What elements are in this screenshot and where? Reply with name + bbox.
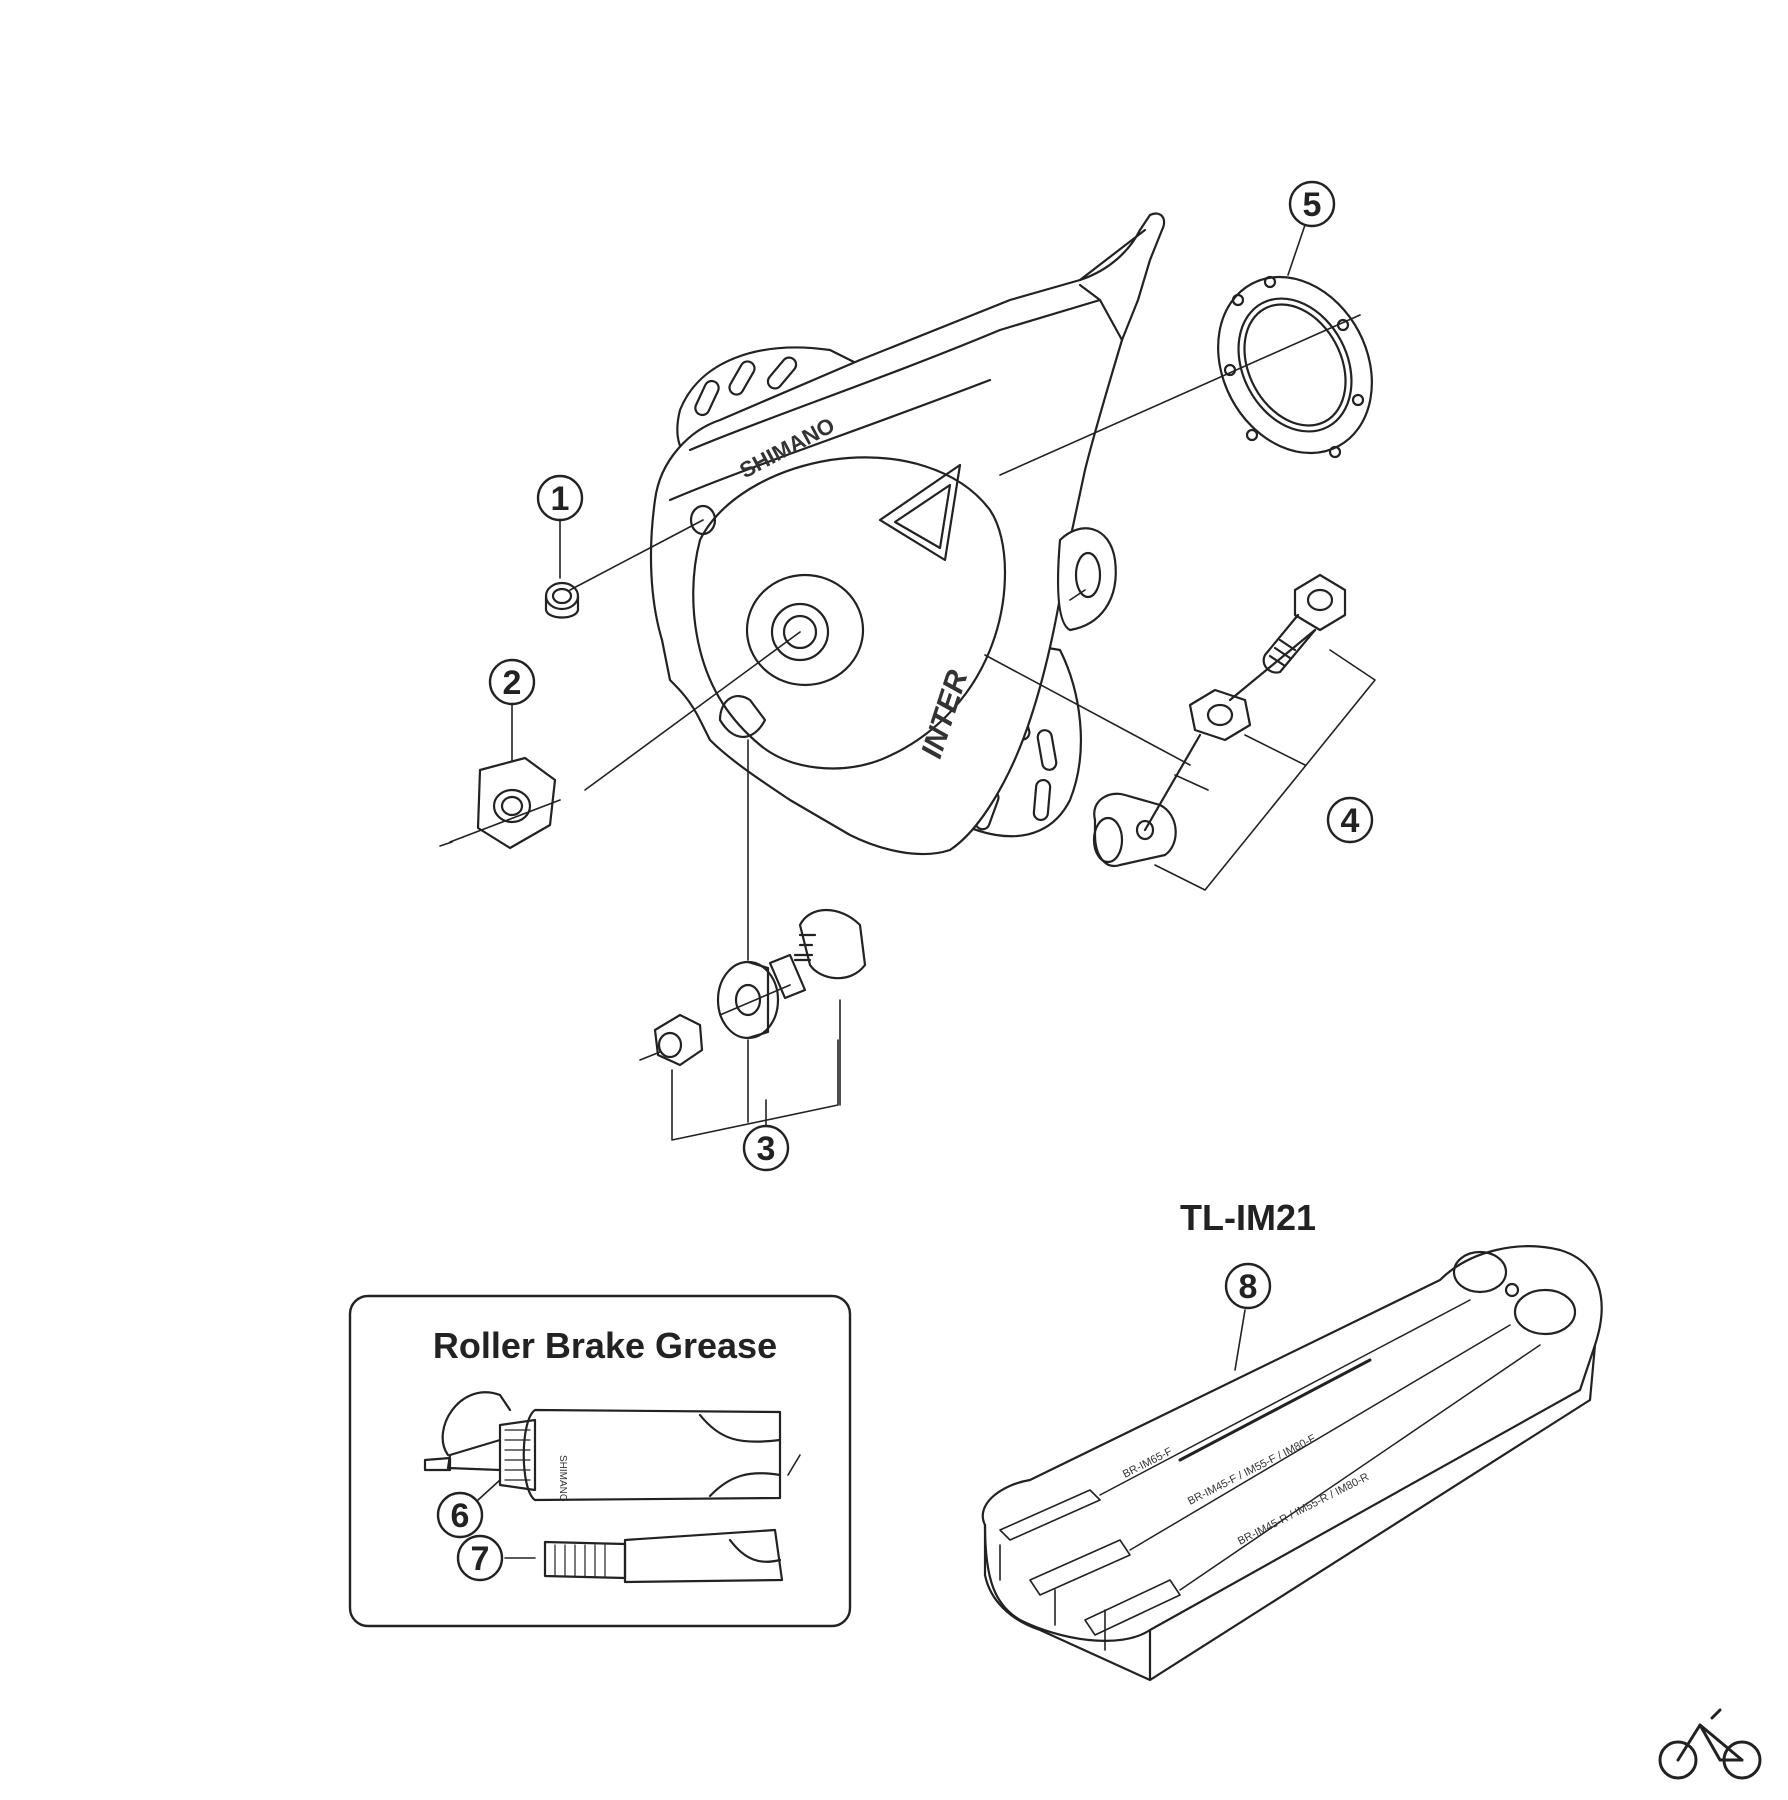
callout-leaders: [504, 224, 1306, 1559]
tool-pin-1: [1099, 1299, 1471, 1496]
tool-slot-1: [999, 1489, 1101, 1541]
part-seal-ring: [1217, 275, 1373, 459]
callout-1-circle: [536, 474, 584, 522]
callout-numbers: 1 2 3 4 5 6 7 8: [451, 186, 1360, 1578]
callout-6-circle: [436, 1491, 484, 1539]
tool-hole-2: [1513, 1288, 1577, 1336]
warning-label: [878, 463, 962, 562]
tool-ridge: [1178, 1358, 1372, 1462]
part-hex-nut: [476, 756, 557, 850]
housing-inner-face: [692, 456, 1007, 770]
fin-slot: [766, 356, 798, 390]
callout-5-label: 5: [1303, 186, 1322, 224]
callout-5-circle: [1288, 180, 1336, 228]
hub-center: [745, 573, 865, 687]
part-cable-adjuster-set: [1092, 573, 1376, 891]
callout-3-label: 3: [757, 1130, 776, 1168]
callout-8-circle: [1224, 1262, 1272, 1310]
tool-body-side: [983, 1343, 1597, 1682]
housing-outer-shell: [649, 212, 1166, 856]
tool-title: TL-IM21: [1180, 1197, 1316, 1238]
tool-pin-3: [1179, 1344, 1541, 1591]
tool-pin-2: [1129, 1324, 1511, 1551]
callout-6-leader: [477, 1479, 501, 1501]
fin-slot: [1036, 729, 1058, 771]
fin-slot: [694, 379, 720, 417]
callout-6-label: 6: [451, 1497, 470, 1535]
grease-box: [348, 1294, 852, 1628]
hardware-axis: [639, 984, 791, 1061]
callout-8-label: 8: [1239, 1268, 1258, 1306]
part-fixing-bolt-set: [653, 909, 867, 1141]
grease-tube-small: [543, 1528, 784, 1584]
fin-slot: [728, 360, 756, 396]
bracket-3: [671, 999, 841, 1141]
mounting-slot: [1074, 551, 1102, 599]
grease-port: [689, 504, 717, 536]
tool-hole-1: [1452, 1250, 1508, 1294]
fixing-bolt-tab: [718, 695, 767, 738]
arm-to-nut-line: [984, 589, 1191, 766]
grease-tube-large: [423, 1391, 782, 1502]
callout-2-label: 2: [503, 664, 522, 702]
small-axis-left: [439, 841, 453, 847]
tool-slot-2: [1029, 1539, 1131, 1596]
leader-lines: [439, 314, 1361, 1061]
housing-ridge: [688, 298, 1102, 452]
grease-port-line: [569, 519, 704, 591]
callout-7-circle: [456, 1534, 504, 1582]
roller-brake-housing: [649, 212, 1166, 856]
callout-1-label: 1: [551, 480, 570, 518]
callout-4-label: 4: [1341, 802, 1360, 840]
axle-line-right: [999, 314, 1361, 476]
grease-box-frame: [348, 1294, 852, 1628]
housing-ridge-2: [668, 378, 992, 502]
tube-label: SHIMANO: [557, 1455, 568, 1502]
callout-circles: [436, 180, 1374, 1582]
callout-7-label: 7: [471, 1540, 490, 1578]
callout-2-circle: [488, 658, 536, 706]
tool-hole-small: [1504, 1282, 1520, 1298]
tool-tl-im21: [981, 1245, 1603, 1682]
bracket-4: [1154, 649, 1376, 891]
callout-4-circle: [1326, 796, 1374, 844]
tool-slot-3: [1084, 1579, 1181, 1636]
grease-box-title: Roller Brake Grease: [433, 1325, 777, 1366]
tool-foot: [999, 1544, 1106, 1651]
mounting-tab: [1056, 527, 1117, 632]
part-cap: [544, 581, 580, 619]
bicycle-icon: [1658, 1708, 1762, 1780]
fin-slot: [1032, 778, 1052, 822]
